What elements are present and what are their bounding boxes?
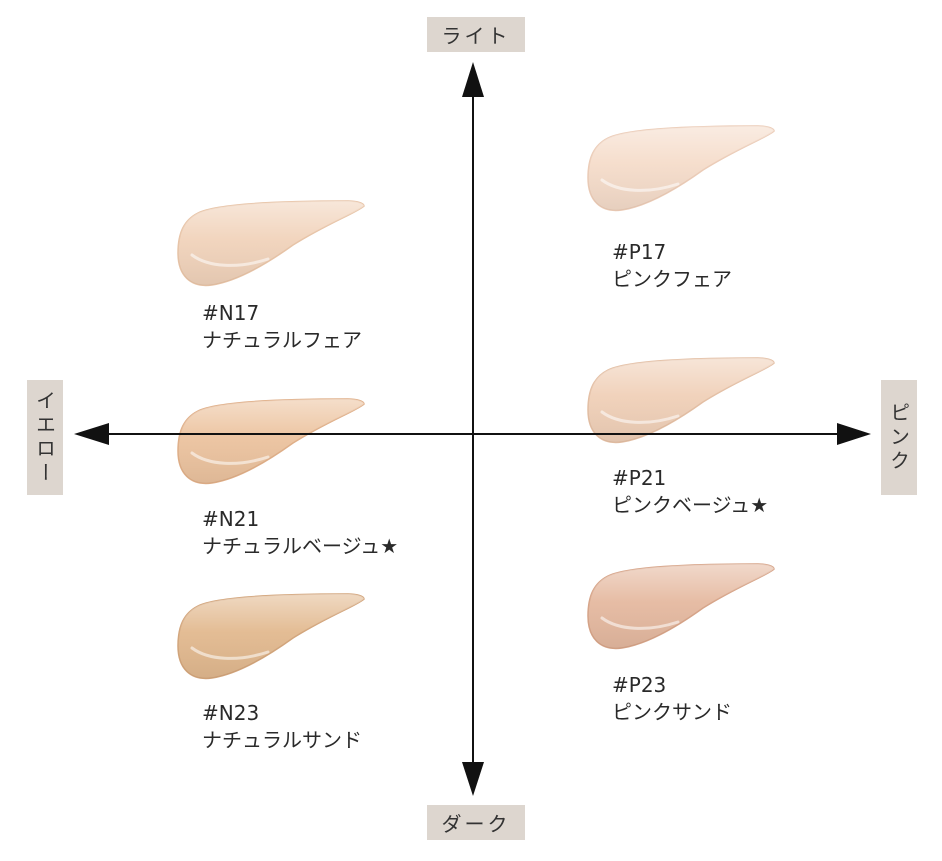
shade-code: #N23	[202, 701, 260, 725]
swatch-highlight	[190, 646, 270, 660]
shade-code: #P21	[612, 466, 667, 490]
shade-label-n17: #N17 ナチュラルフェア	[202, 300, 362, 354]
shade-label-p23: #P23 ピンクサンド	[612, 672, 732, 726]
axis-label-light: ライト	[427, 17, 525, 52]
arrow-down-icon	[462, 762, 484, 796]
shade-label-p21: #P21 ピンクベージュ★	[612, 465, 768, 519]
swatch-highlight	[600, 178, 680, 192]
swatch-sheen	[588, 358, 774, 443]
swatch-highlight	[600, 616, 680, 630]
shade-name: ピンクベージュ★	[612, 493, 769, 517]
shade-name: ピンクフェア	[612, 267, 732, 291]
shade-label-p17: #P17 ピンクフェア	[612, 239, 732, 293]
shade-code: #P17	[612, 240, 667, 264]
shade-code: #N21	[202, 507, 260, 531]
swatch-highlight	[600, 410, 680, 424]
swatch-highlight	[190, 253, 270, 267]
swatch-sheen	[588, 126, 774, 211]
swatch-sheen	[178, 594, 364, 679]
swatch-sheen	[178, 201, 364, 286]
arrow-left-icon	[74, 423, 109, 445]
shade-label-n23: #N23 ナチュラルサンド	[202, 700, 362, 754]
axes	[74, 62, 871, 796]
swatch-p21	[587, 357, 775, 444]
shade-code: #P23	[612, 673, 667, 697]
swatch-highlight	[190, 451, 270, 465]
shade-code: #N17	[202, 301, 260, 325]
swatch-n17	[177, 200, 365, 287]
swatch-n21	[177, 398, 365, 485]
swatch-p23	[587, 563, 775, 650]
axis-label-pink: ピンク	[881, 380, 917, 495]
swatch-n23	[177, 593, 365, 680]
shade-name: ナチュラルフェア	[202, 328, 362, 352]
arrow-up-icon	[462, 62, 484, 97]
arrow-right-icon	[837, 423, 871, 445]
swatch-p17	[587, 125, 775, 212]
shade-name: ピンクサンド	[612, 700, 732, 724]
swatch-sheen	[588, 564, 774, 649]
shade-label-n21: #N21 ナチュラルベージュ★	[202, 506, 398, 560]
shade-name: ナチュラルベージュ★	[202, 534, 399, 558]
swatch-sheen	[178, 399, 364, 484]
axis-label-yellow: イエロー	[27, 380, 63, 495]
shade-name: ナチュラルサンド	[202, 728, 362, 752]
axis-label-dark: ダーク	[427, 805, 525, 840]
